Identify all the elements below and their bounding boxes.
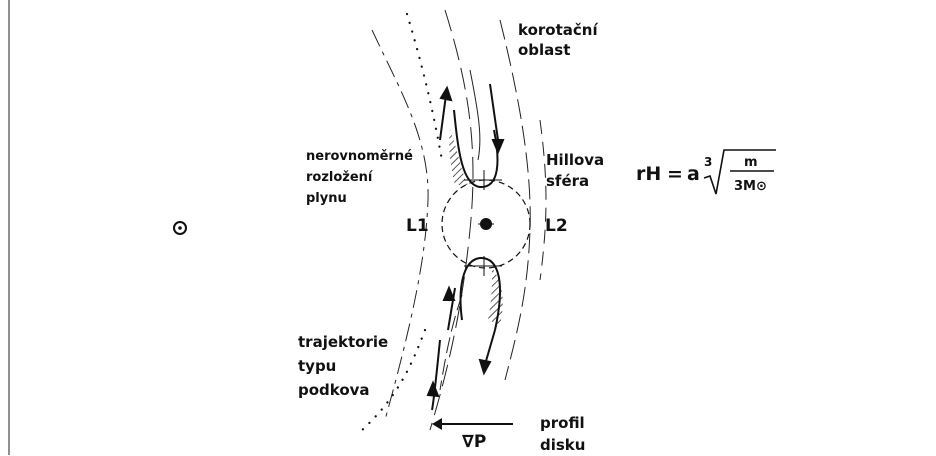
formula-denominator: 3M⊙ [734, 179, 767, 194]
lower-horseshoe-trajectory [428, 256, 502, 410]
label-pressure-gradient: ∇P [462, 434, 486, 451]
formula-numerator: m [744, 155, 758, 170]
hatched-gas-upper [449, 130, 468, 185]
formula-lhs: rH [636, 163, 661, 185]
hatched-gas-lower [488, 268, 503, 325]
formula-equals: = [667, 163, 683, 185]
label-l1: L1 [406, 218, 429, 235]
formula-root-index: 3 [704, 155, 712, 169]
sun-symbol-icon [174, 222, 186, 234]
hill-radius-formula: rH = a 3 m 3M⊙ [636, 150, 776, 194]
label-l2: L2 [545, 218, 568, 235]
label-hill-sphere: Hillova sféra [546, 150, 616, 192]
formula-a: a [687, 163, 700, 185]
label-disk-profile: profil disku [540, 412, 600, 456]
planet-marker [478, 218, 494, 230]
label-corotation: korotační oblast [518, 20, 608, 60]
label-horseshoe: trajektorie typu podkova [298, 330, 408, 402]
label-uneven-gas: nerovnoměrné rozložení plynu [306, 146, 416, 209]
pressure-gradient-arrow [432, 418, 513, 430]
